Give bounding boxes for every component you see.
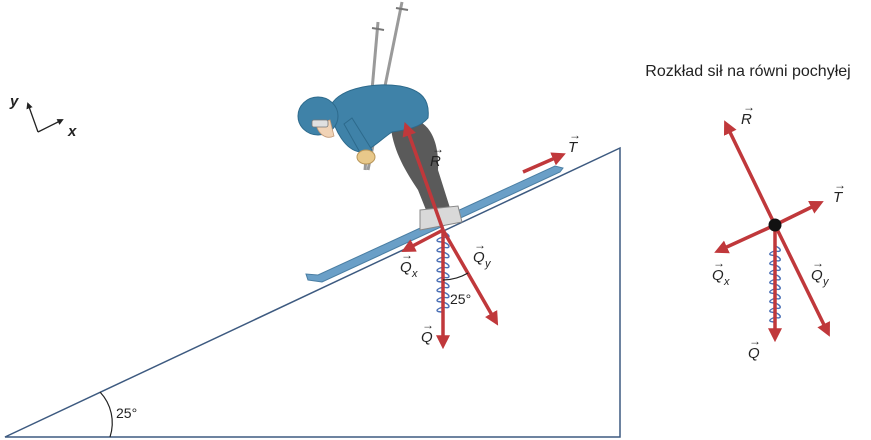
x-axis-label: x <box>67 123 77 140</box>
svg-text:Q: Q <box>712 267 724 284</box>
forces-on-skier: 25° R → T → Q x → Q y → Q → <box>400 122 581 350</box>
label-t: T → <box>568 128 581 156</box>
svg-text:T: T <box>568 139 579 156</box>
force-t-arrow <box>522 152 566 174</box>
svg-text:→: → <box>401 248 413 262</box>
free-body-diagram: Rozkład sił na równi pochyłej R → T → Q … <box>645 63 850 362</box>
y-axis-label: y <box>9 93 19 110</box>
force-angle-arc <box>442 272 469 281</box>
fbd-label-qy: Q y → <box>811 256 830 288</box>
x-axis-arrow <box>37 119 64 133</box>
svg-text:Q: Q <box>400 259 412 276</box>
svg-text:→: → <box>713 256 725 270</box>
svg-text:T: T <box>833 189 844 206</box>
fbd-label-qx: Q x → <box>712 256 730 288</box>
label-qy: Q y → <box>473 238 492 270</box>
svg-text:R: R <box>741 111 752 128</box>
fbd-force-t-arrow <box>774 201 824 227</box>
skier-gloves <box>356 149 376 165</box>
force-r-arrow <box>402 122 445 231</box>
label-qx: Q x → <box>400 248 418 280</box>
svg-text:y: y <box>484 258 492 270</box>
incline-angle-arc <box>99 391 113 438</box>
fbd-label-t: T → <box>833 178 846 206</box>
y-axis-arrow <box>26 102 39 133</box>
svg-text:y: y <box>822 276 830 288</box>
svg-text:→: → <box>422 318 434 332</box>
svg-text:Q: Q <box>748 345 760 362</box>
label-r: R → <box>430 142 444 170</box>
svg-text:Q: Q <box>473 249 485 266</box>
fbd-label-q: Q → <box>748 334 761 362</box>
svg-text:→: → <box>749 334 761 348</box>
fbd-force-qx-arrow <box>714 223 776 254</box>
incline-triangle <box>4 146 621 438</box>
svg-text:→: → <box>432 142 444 156</box>
svg-text:→: → <box>743 100 755 114</box>
svg-text:→: → <box>834 178 846 192</box>
svg-text:→: → <box>474 238 486 252</box>
axes-indicator: y x <box>9 93 77 140</box>
fbd-force-qy-arrow <box>773 224 830 337</box>
svg-text:→: → <box>569 128 581 142</box>
force-angle-label: 25° <box>450 291 471 307</box>
svg-text:Q: Q <box>811 267 823 284</box>
svg-text:→: → <box>812 256 824 270</box>
svg-text:x: x <box>723 276 730 288</box>
svg-text:R: R <box>430 153 441 170</box>
label-q: Q → <box>421 318 434 346</box>
svg-text:Q: Q <box>421 329 433 346</box>
fbd-force-r-arrow <box>723 120 777 226</box>
svg-text:x: x <box>411 268 418 280</box>
force-qy-arrow <box>441 229 499 326</box>
skier <box>297 1 463 231</box>
skier-boots <box>419 205 463 231</box>
force-qx-arrow <box>401 228 444 252</box>
fbd-label-r: R → <box>741 100 755 128</box>
fbd-point-mass <box>768 218 782 232</box>
diagram-title: Rozkład sił na równi pochyłej <box>645 63 850 80</box>
incline-angle-label: 25° <box>116 405 137 421</box>
